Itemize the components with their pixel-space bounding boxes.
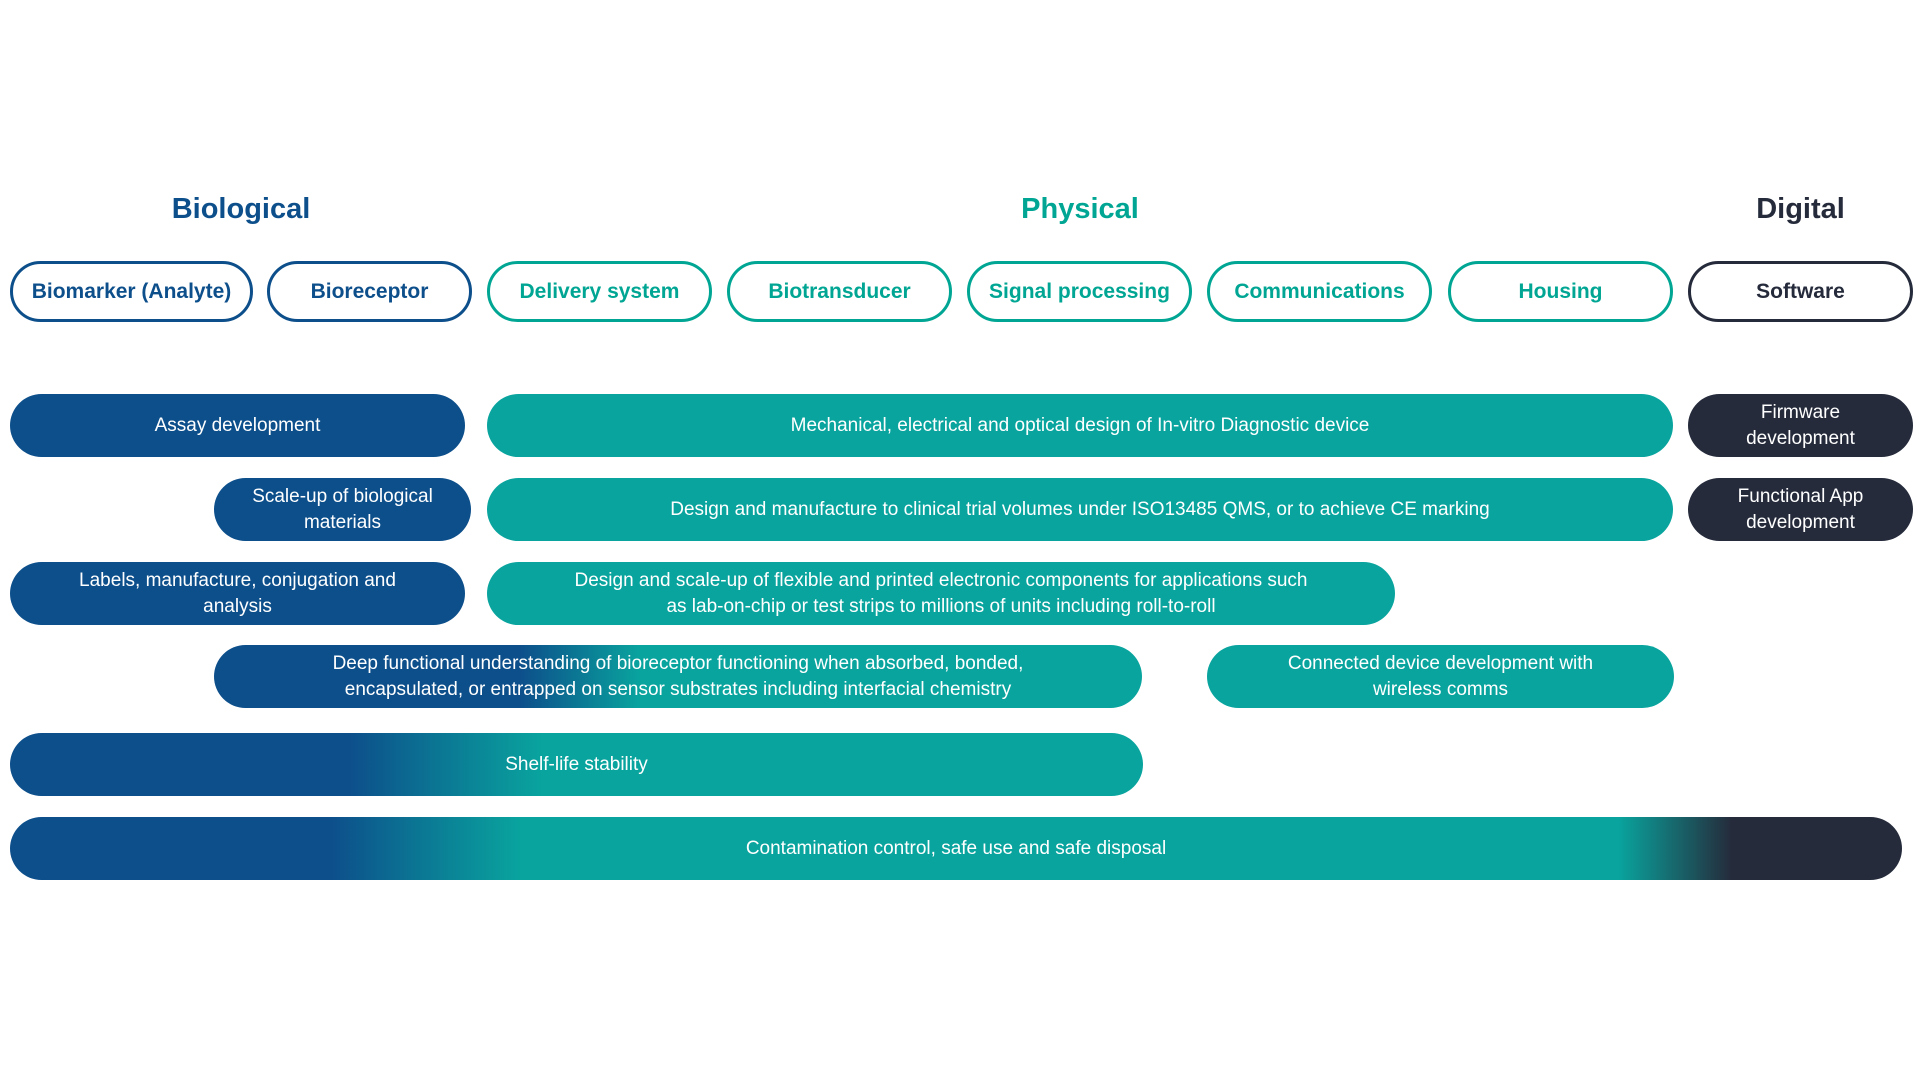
bar-functional-app-development: Functional App development [1688,478,1913,541]
bar-ivd-design: Mechanical, electrical and optical desig… [487,394,1673,457]
pill-signal-processing: Signal processing [967,261,1192,322]
pill-biomarker-analyte: Biomarker (Analyte) [10,261,253,322]
bar-scale-up-biological: Scale-up of biological materials [214,478,471,541]
group-header-biological: Biological [171,192,311,225]
group-header-physical: Physical [1021,192,1139,225]
pill-communications: Communications [1207,261,1432,322]
bar-labels-manufacture: Labels, manufacture, conjugation and ana… [10,562,465,625]
bar-clinical-trial-manufacture: Design and manufacture to clinical trial… [487,478,1673,541]
group-header-digital: Digital [1756,192,1845,225]
pill-delivery-system: Delivery system [487,261,712,322]
pill-biotransducer: Biotransducer [727,261,952,322]
bar-contamination-control: Contamination control, safe use and safe… [10,817,1902,880]
bar-assay-development: Assay development [10,394,465,457]
bar-flexible-printed-electronics: Design and scale-up of flexible and prin… [487,562,1395,625]
bar-connected-device: Connected device development with wirele… [1207,645,1674,708]
bar-bioreceptor-understanding: Deep functional understanding of biorece… [214,645,1142,708]
pill-housing: Housing [1448,261,1673,322]
pill-software: Software [1688,261,1913,322]
pill-bioreceptor: Bioreceptor [267,261,472,322]
bar-shelf-life-stability: Shelf-life stability [10,733,1143,796]
bar-firmware-development: Firmware development [1688,394,1913,457]
